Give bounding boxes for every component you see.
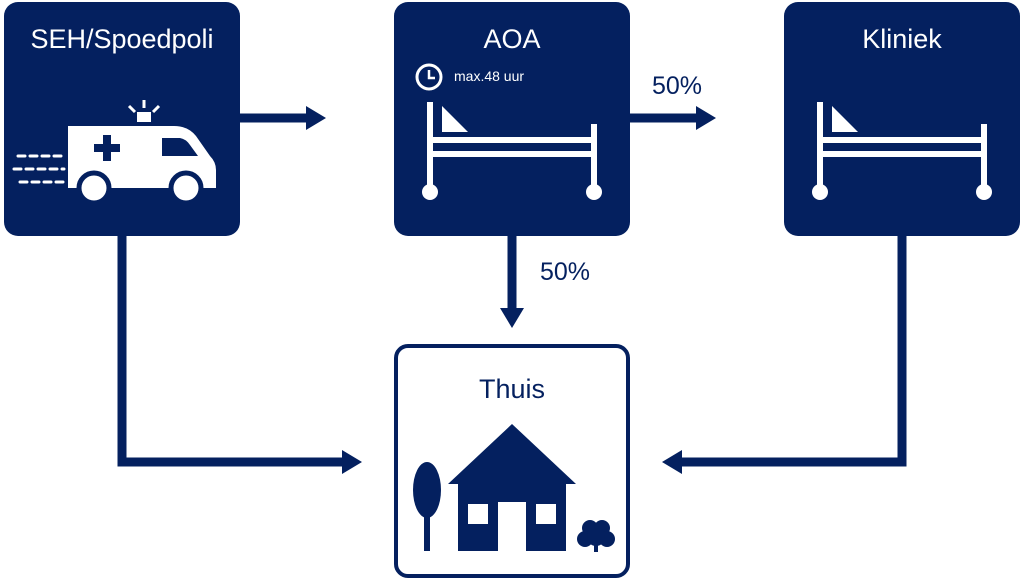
clock-icon <box>415 63 443 91</box>
arrow-seh-to-thuis <box>117 236 362 474</box>
bed-icon <box>422 102 602 200</box>
house-icon <box>413 424 615 552</box>
arrow-seh-to-aoa <box>240 106 326 130</box>
node-title: SEH/Spoedpoli <box>30 24 214 54</box>
node-kliniek: Kliniek <box>784 2 1020 236</box>
arrow-kliniek-to-thuis <box>662 236 907 474</box>
arrow-aoa-to-thuis <box>500 236 524 328</box>
edge-label-aoa-thuis: 50% <box>540 258 591 286</box>
node-title: AOA <box>483 24 541 54</box>
node-seh-spoedpoli: SEH/Spoedpoli <box>4 2 240 236</box>
bed-icon <box>812 102 992 200</box>
ambulance-icon <box>12 100 216 206</box>
node-title: Kliniek <box>862 24 942 54</box>
node-thuis: Thuis <box>394 344 630 578</box>
edge-label-aoa-kliniek: 50% <box>652 72 703 100</box>
max-duration-note: max.48 uur <box>454 68 525 84</box>
node-title: Thuis <box>478 374 546 404</box>
arrow-aoa-to-kliniek <box>630 106 716 130</box>
node-aoa: AOA max.48 uur <box>394 2 630 236</box>
